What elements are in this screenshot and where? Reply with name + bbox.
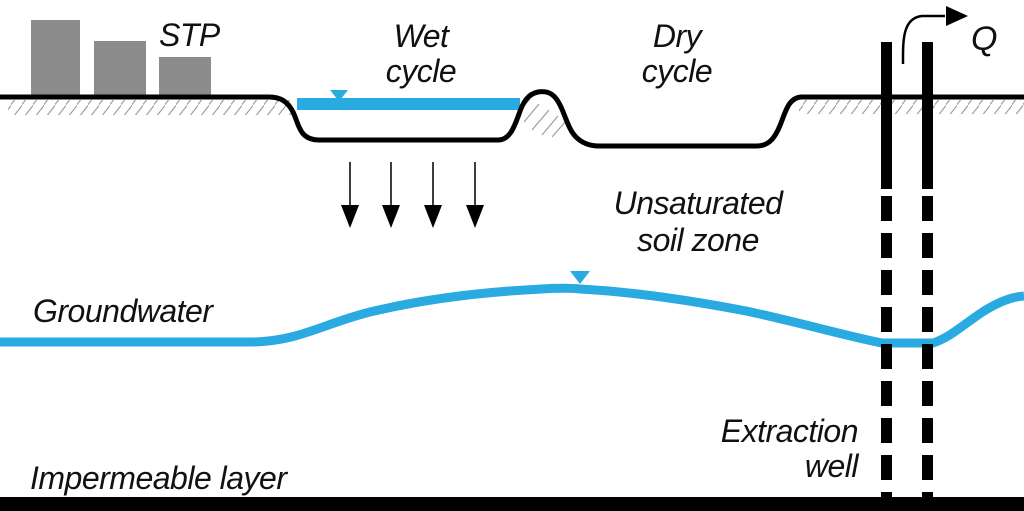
soil-hatching-right	[799, 100, 1024, 114]
water-level-icon	[330, 90, 348, 102]
unsaturated-zone-label-line1: Unsaturated	[614, 185, 785, 221]
groundwater-table-line	[0, 283, 1024, 348]
stp-building	[31, 20, 80, 97]
soil-hatching-mound	[516, 98, 567, 138]
groundwater-label: Groundwater	[33, 293, 214, 329]
infiltration-arrows	[341, 162, 484, 228]
stp-label: STP	[159, 17, 221, 53]
infiltration-arrow-icon	[424, 162, 442, 228]
extraction-well-label-line1: Extraction	[721, 413, 858, 449]
infiltration-arrow-icon	[382, 162, 400, 228]
stp-buildings	[31, 20, 211, 97]
dry-cycle-label-line2: cycle	[642, 53, 712, 89]
discharge-arrow-icon	[901, 6, 968, 65]
wet-basin-water	[297, 98, 520, 110]
soil-hatching-left	[8, 100, 292, 115]
wet-cycle-label-line1: Wet	[394, 18, 450, 54]
water-level-icon	[570, 271, 590, 284]
infiltration-arrow-icon	[466, 162, 484, 228]
ground-surface-line	[0, 89, 1024, 149]
stp-building	[94, 41, 146, 97]
extraction-well-label-line2: well	[805, 448, 860, 484]
impermeable-layer-bar	[0, 497, 1024, 511]
wet-cycle-label-line2: cycle	[386, 53, 456, 89]
discharge-q-label: Q	[971, 20, 997, 58]
unsaturated-zone-label-line2: soil zone	[637, 222, 759, 258]
stp-building	[159, 57, 211, 97]
extraction-well	[881, 6, 968, 504]
infiltration-arrow-icon	[341, 162, 359, 228]
dry-cycle-label-line1: Dry	[653, 18, 704, 54]
impermeable-layer-label: Impermeable layer	[30, 460, 288, 496]
